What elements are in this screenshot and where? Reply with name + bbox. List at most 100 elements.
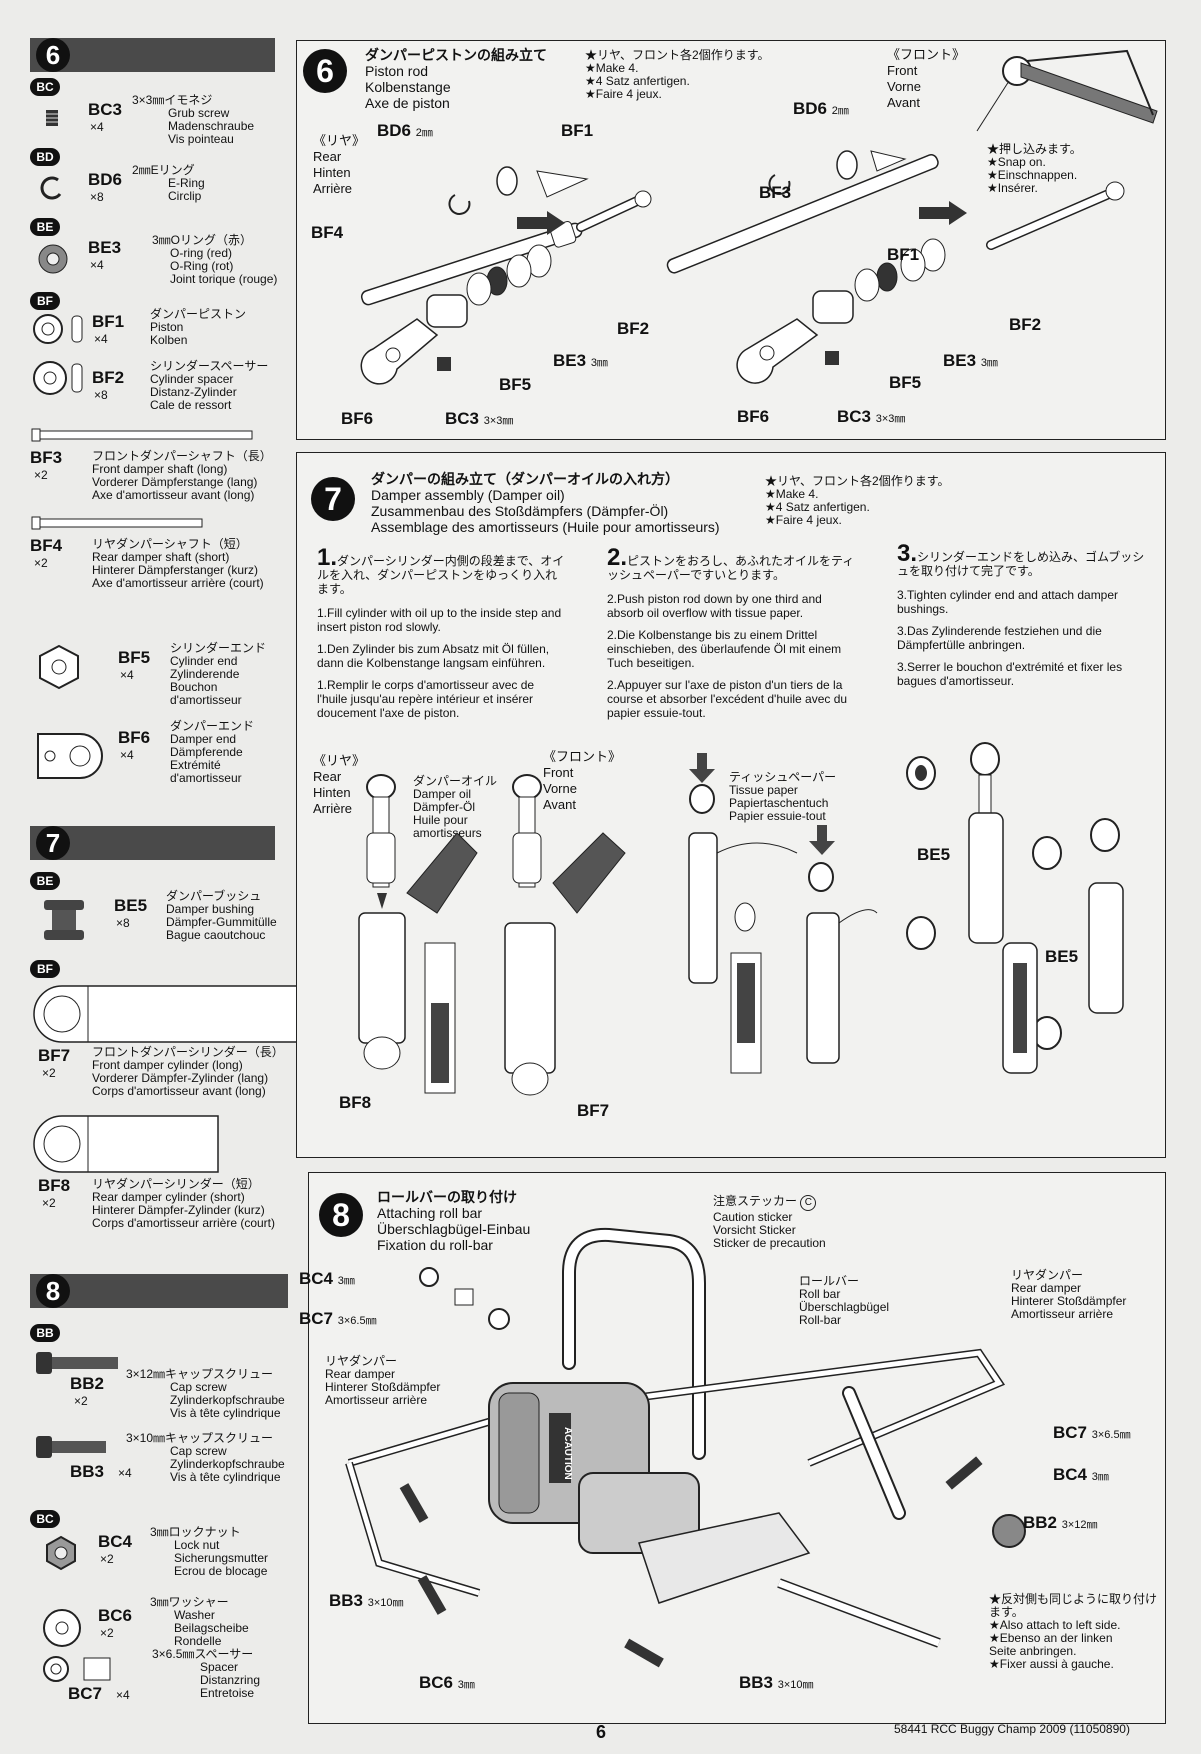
part-code-be3: BE3 xyxy=(88,238,122,257)
label-bf6: BF6 xyxy=(341,409,374,428)
part-qty: ×8 xyxy=(90,190,104,204)
label-bc4: BC4 3㎜ xyxy=(299,1269,355,1288)
part-qty: ×4 xyxy=(94,332,108,346)
step-note: ★リヤ、フロント各2個作ります。★Make 4.★4 Satz anfertig… xyxy=(585,48,770,101)
part-qty: ×4 xyxy=(118,1466,132,1480)
step-number: 8 xyxy=(36,1274,70,1308)
part-desc: ダンパーピストン Piston Kolben xyxy=(150,307,247,347)
label-bf2: BF2 xyxy=(617,319,650,338)
label-bb3: BB3 3×10㎜ xyxy=(329,1591,404,1610)
part-qty: ×2 xyxy=(42,1066,56,1080)
grub-screw-icon xyxy=(46,110,58,126)
part-code-bc6: BC6 xyxy=(98,1606,133,1625)
label-bf6: BF6 xyxy=(737,407,770,426)
step-number: 8 xyxy=(319,1193,363,1237)
rear-damper-shaft-icon xyxy=(31,516,203,530)
part-code-bf7: BF7 xyxy=(38,1046,71,1065)
caution-sticker: ACAUTION xyxy=(562,1427,573,1480)
part-desc: 3×3㎜イモネジ Grub screw Madenschraube Vis po… xyxy=(132,93,255,146)
bag-badge-be: BE xyxy=(30,218,60,236)
part-code-bc3: BC3 xyxy=(88,100,123,119)
part-desc: 3×10㎜キャップスクリュー Cap screw Zylinderkopfsch… xyxy=(126,1431,285,1484)
label-bb2: BB2 3×12㎜ xyxy=(1023,1513,1098,1532)
label-bf4: BF4 xyxy=(311,223,344,242)
part-desc: ダンパーブッシュ Damper bushing Dämpfer-Gummitül… xyxy=(166,889,277,942)
part-qty: ×2 xyxy=(74,1394,88,1408)
part-desc: シリンダースペーサー Cylinder spacer Distanz-Zylin… xyxy=(150,359,269,412)
part-desc: ダンパーエンド Damper end Dämpferende Extrémité… xyxy=(170,719,255,785)
part-qty: ×8 xyxy=(94,388,108,402)
label-be5: BE5 xyxy=(1045,947,1079,966)
front-damper-shaft-icon xyxy=(31,428,253,442)
part-qty: ×2 xyxy=(34,556,48,570)
part-code-bf5: BF5 xyxy=(118,648,151,667)
part-desc: 3㎜ワッシャー Washer Beilagscheibe Rondelle xyxy=(150,1595,249,1648)
product-code: 58441 RCC Buggy Champ 2009 (11050890) xyxy=(894,1722,1130,1736)
part-desc: 3×6.5㎜スペーサー Spacer Distanzring Entretois… xyxy=(152,1647,261,1700)
washer-icon xyxy=(43,1609,81,1647)
rear-stack-drawing xyxy=(360,244,552,385)
substep-1: 1.ダンパーシリンダー内側の段差まで、オイルを入れ、ダンパーピストンをゆっくり入… xyxy=(317,544,565,721)
arrow-icon xyxy=(919,201,967,225)
snap-note: ★押し込みます。★Snap on.★Einschnappen.★Insérer. xyxy=(987,142,1082,195)
label-bf1: BF1 xyxy=(561,121,594,140)
part-code-bf2: BF2 xyxy=(92,368,125,387)
part-code-bc4: BC4 xyxy=(98,1532,133,1551)
front-oil-fill-drawing xyxy=(504,774,626,1096)
o-ring-icon xyxy=(38,244,68,274)
sidebar-step6-header: 6 xyxy=(30,38,275,72)
label-be3: BE3 3㎜ xyxy=(553,351,608,370)
lock-nut-icon xyxy=(46,1535,76,1571)
sidebar-step8-header: 8 xyxy=(30,1274,288,1308)
part-qty: ×8 xyxy=(116,916,130,930)
label-bf5: BF5 xyxy=(889,373,922,392)
caution-mark: C xyxy=(800,1195,817,1211)
push-piston-drawing xyxy=(688,753,878,1074)
label-bf1: BF1 xyxy=(887,245,920,264)
step-number: 7 xyxy=(311,477,355,521)
part-code-bf3: BF3 xyxy=(30,448,63,467)
cap-screw-12mm-icon xyxy=(36,1352,118,1374)
part-qty: ×4 xyxy=(90,120,104,134)
chassis-rollbar-drawing: ACAUTION xyxy=(345,1227,1026,1668)
part-desc: 3×12㎜キャップスクリュー Cap screw Zylinderkopfsch… xyxy=(126,1367,285,1420)
bag-badge-bc: BC xyxy=(30,1510,60,1528)
label-be3: BE3 3㎜ xyxy=(943,351,998,370)
part-desc: フロントダンパーシリンダー（長） Front damper cylinder (… xyxy=(92,1045,284,1098)
page-number: 6 xyxy=(596,1722,607,1742)
step-number: 6 xyxy=(36,38,70,72)
part-code-bf6: BF6 xyxy=(118,728,151,747)
bag-badge-be: BE xyxy=(30,872,60,890)
label-bc7: BC7 3×6.5㎜ xyxy=(1053,1423,1131,1442)
arrow-icon xyxy=(517,211,565,235)
bag-badge-bb: BB xyxy=(30,1324,60,1342)
label-bf5: BF5 xyxy=(499,375,532,394)
part-desc: 2㎜Eリング E-Ring Circlip xyxy=(132,163,205,203)
substep-3: 3.シリンダーエンドをしめ込み、ゴムブッシュを取り付けて完了です。 3.Tigh… xyxy=(897,540,1145,689)
step7-panel: 7 ダンパーの組み立て（ダンパーオイルの入れ方）Damper assembly … xyxy=(296,452,1166,1158)
part-qty: ×2 xyxy=(34,468,48,482)
part-qty: ×4 xyxy=(120,668,134,682)
spacer-icon xyxy=(43,1656,111,1682)
front-stack-drawing xyxy=(736,238,946,384)
part-code-bf1: BF1 xyxy=(92,312,125,331)
part-code-bc7: BC7 xyxy=(68,1684,103,1703)
part-code-bf4: BF4 xyxy=(30,536,63,555)
step-title: ダンパーの組み立て（ダンパーオイルの入れ方）Damper assembly (D… xyxy=(371,471,720,535)
piston-icon xyxy=(33,314,83,344)
part-desc: 3㎜ロックナット Lock nut Sicherungsmutter Ecrou… xyxy=(150,1525,269,1578)
step-number: 6 xyxy=(303,49,347,93)
e-ring-icon xyxy=(40,176,62,200)
part-code-bd6: BD6 xyxy=(88,170,123,189)
part-desc: フロントダンパーシャフト（長） Front damper shaft (long… xyxy=(92,449,272,502)
